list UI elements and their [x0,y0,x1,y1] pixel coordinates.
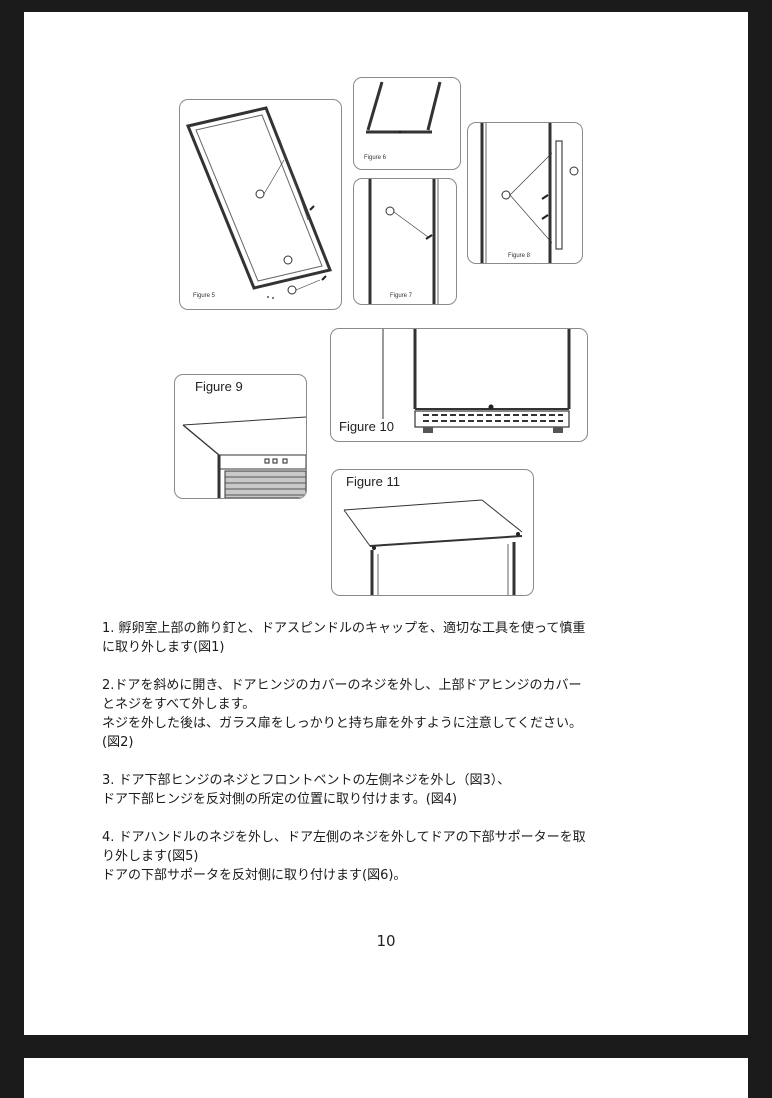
step-2-line-4: (図2) [102,735,134,750]
figure-6-label: Figure 6 [364,155,387,161]
figure-11: Figure 11 [331,469,534,596]
step-4: 4. ドアハンドルのネジを外し、ドア左側のネジを外してドアの下部サポーターを取 … [102,828,702,885]
figure-5-drawing [185,106,333,299]
figure-5: Figure 5 [179,99,342,310]
figure-8-label: Figure 8 [508,253,531,259]
figure-10-label: Figure 10 [339,419,394,434]
step-2-line-3: ネジを外した後は、ガラス扉をしっかりと持ち扉を外すように注意してください。 [102,716,582,731]
figure-8-drawing [480,123,579,263]
figure-8: Figure 8 [467,122,583,264]
figure-6-drawing [366,81,442,134]
figure-9: Figure 9 [174,374,307,499]
figure-11-drawing [343,499,523,595]
figure-9-drawing [182,416,306,498]
step-1-line-1: 1. 孵卵室上部の飾り釘と、ドアスピンドルのキャップを、適切な工具を使って慎重 [102,621,586,636]
figure-11-label: Figure 11 [346,474,400,489]
step-1: 1. 孵卵室上部の飾り釘と、ドアスピンドルのキャップを、適切な工具を使って慎重 … [102,619,702,657]
figure-7: Figure 7 [353,178,457,305]
document-page: Figure 5 Figure 6 Figure 7 [24,12,748,1035]
step-4-line-3: ドアの下部サポータを反対側に取り付けます(図6)。 [102,868,407,883]
figure-6: Figure 6 [353,77,461,170]
step-4-line-1: 4. ドアハンドルのネジを外し、ドア左側のネジを外してドアの下部サポーターを取 [102,830,586,845]
next-page-edge [24,1058,748,1098]
step-2-line-2: とネジをすべて外します。 [102,697,256,712]
page-number: 10 [376,932,396,950]
figure-10-drawing [382,329,571,433]
figure-9-label: Figure 9 [195,379,243,394]
step-2-line-1: 2.ドアを斜めに開き、ドアヒンジのカバーのネジを外し、上部ドアヒンジのカバー [102,678,582,693]
figure-10: Figure 10 [330,328,588,442]
figure-7-drawing [368,179,439,304]
step-2: 2.ドアを斜めに開き、ドアヒンジのカバーのネジを外し、上部ドアヒンジのカバー と… [102,676,702,752]
figure-5-label: Figure 5 [193,293,216,299]
step-3: 3. ドア下部ヒンジのネジとフロントベントの左側ネジを外し（図3）、 ドア下部ヒ… [102,771,702,809]
step-1-line-2: に取り外します(図1) [102,640,225,655]
step-3-line-1: 3. ドア下部ヒンジのネジとフロントベントの左側ネジを外し（図3）、 [102,773,511,788]
step-3-line-2: ドア下部ヒンジを反対側の所定の位置に取り付けます。(図4) [102,792,458,807]
figure-7-label: Figure 7 [390,293,413,299]
instructions: 1. 孵卵室上部の飾り釘と、ドアスピンドルのキャップを、適切な工具を使って慎重 … [102,619,702,904]
step-4-line-2: り外します(図5) [102,849,199,864]
